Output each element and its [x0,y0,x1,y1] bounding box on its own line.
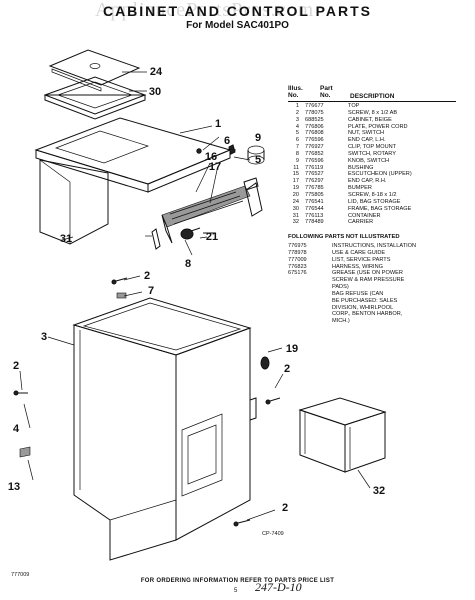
callout-2-right: 2 [283,363,291,375]
callout-2-bottom: 2 [281,502,289,514]
header-part-no: Part No. [320,85,333,99]
callout-24: 24 [149,66,163,78]
figure-code: CP-7409 [262,531,284,537]
other-parts-row: MICH.) [332,318,350,325]
not-illustrated-note: FOLLOWING PARTS NOT ILLUSTRATED [288,234,400,240]
callout-2-top: 2 [143,270,151,282]
callout-7: 7 [147,285,155,297]
other-parts-row: CORP., BENTON HARBOR, [332,311,403,318]
callout-30: 30 [148,86,162,98]
page-number: 5 [234,588,238,594]
container-shape [39,159,109,245]
header-rule [288,101,456,102]
model-line: For Model SAC401PO [186,20,289,31]
callout-1: 1 [214,118,222,130]
handwritten-note: 247-D-10 [255,580,302,594]
callout-8: 8 [184,258,192,270]
callout-9: 9 [254,132,262,144]
callout-31: 31 [59,233,73,245]
other-parts-row: BE PURCHASED: SALES [332,297,398,304]
callout-19: 19 [285,343,299,355]
carrier-shape [298,397,387,473]
screw-shapes [13,277,281,527]
callout-17: 17 [208,161,222,173]
cabinet-shape [72,297,257,561]
header-description: DESCRIPTION [350,93,395,100]
callout-5: 5 [254,154,262,166]
callout-16: 16 [204,151,218,163]
callout-2-left: 2 [12,360,20,372]
frame-bag-storage-shape [43,76,147,120]
other-parts-row: SCREW & RAM PRESSURE [332,277,405,284]
page-title: CABINET AND CONTROL PARTS [102,3,373,19]
lid-bag-storage-shape [48,49,141,92]
top-panel-shape [34,117,232,193]
callout-6: 6 [223,135,231,147]
escutcheon-shape [151,182,263,250]
callout-21: 21 [205,231,219,243]
other-parts-row: DIVISION, WHIRLPOOL [332,304,394,311]
watermark: AppliancePartsPros.com [95,0,315,21]
callout-3: 3 [40,331,48,343]
other-parts-row: BAG REFUSE (CAN [332,290,384,297]
other-parts-row: PADS) [332,284,349,291]
callout-4: 4 [12,423,20,435]
bumper-shape [260,356,270,370]
callout-32: 32 [372,485,386,497]
callout-13: 13 [7,481,21,493]
knob-and-switch-shapes [180,144,265,240]
document-code: 777009 [11,572,30,578]
leader-lines [19,71,371,521]
ordering-footer: FOR ORDERING INFORMATION REFER TO PARTS … [140,578,335,584]
header-illus-no: Illus. No. [288,85,303,99]
